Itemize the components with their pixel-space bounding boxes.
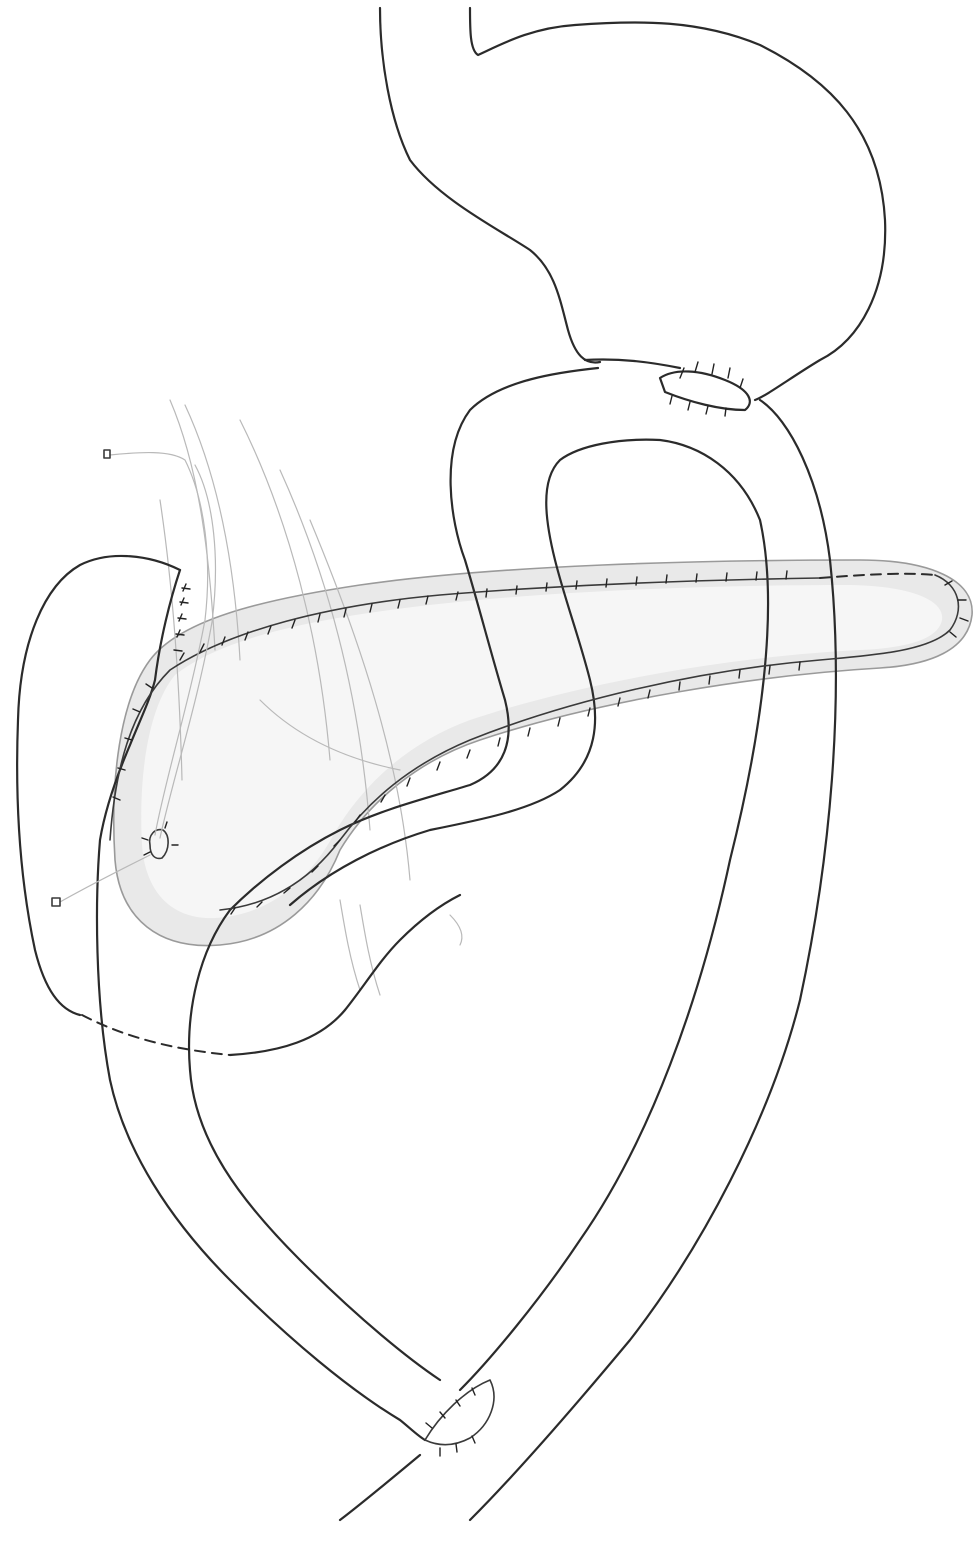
gastrojejunostomy-sutures [670,362,743,416]
jejunal-limb [189,368,836,1520]
jejunojejunostomy [340,1380,494,1520]
pancreas-remnant [114,560,972,946]
stomach [380,8,885,410]
